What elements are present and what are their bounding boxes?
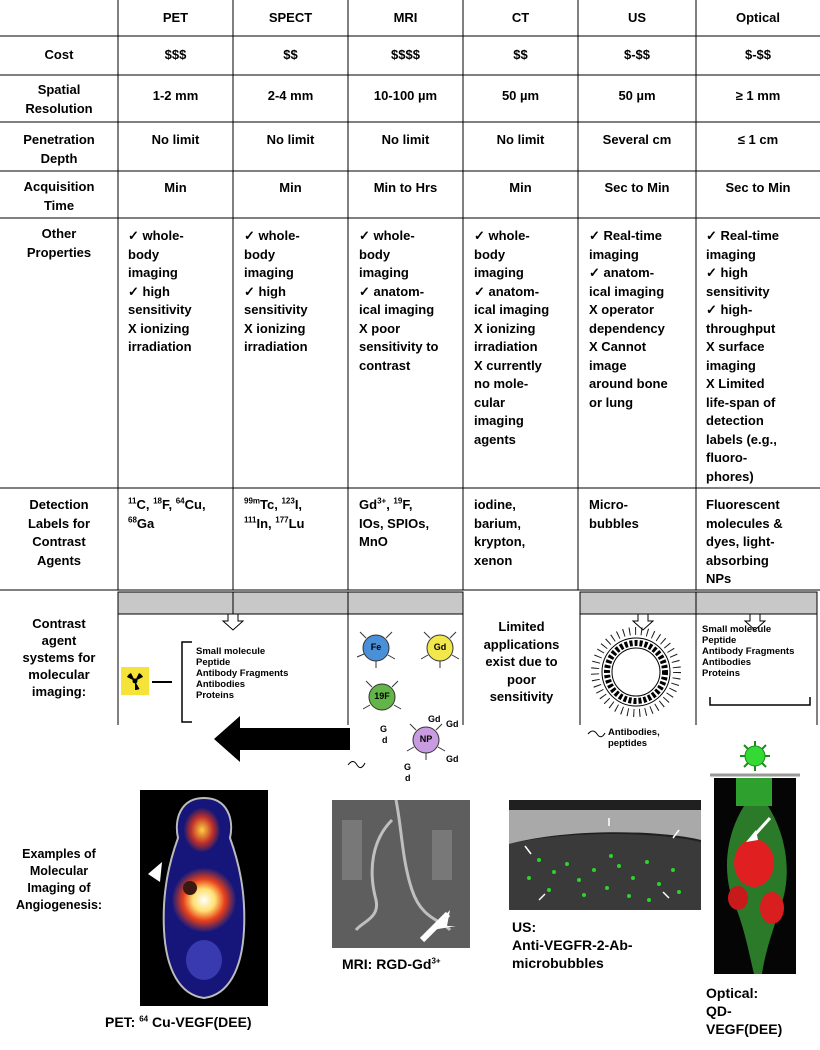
- optical-example-caption: Optical: QD- VEGF(DEE): [706, 985, 783, 1037]
- fe-nanoparticle-icon: [356, 631, 396, 668]
- ct-limited-text: Limited applications exist due to poor s…: [483, 619, 560, 704]
- optical-bracket: [709, 697, 811, 706]
- svg-text:d: d: [382, 735, 388, 745]
- cost-pet: $$$: [164, 47, 187, 62]
- row-label-spatial-resolution: Spatial Resolution: [25, 82, 93, 116]
- svg-text:Gd: Gd: [446, 719, 459, 729]
- acquisition-mri: Min to Hrs: [373, 180, 438, 195]
- spatial-optical: ≥ 1 mm: [735, 88, 781, 103]
- pet-spect-mri-bar: [117, 591, 464, 615]
- acquisition-us: Sec to Min: [604, 180, 670, 195]
- acquisition-spect: Min: [279, 180, 302, 195]
- squiggle-icon: [587, 730, 606, 738]
- np-label: NP: [419, 734, 433, 744]
- other-ct: ✓ whole- body imaging ✓ anatom- ical ima…: [474, 228, 550, 447]
- penetration-mri: No limit: [381, 132, 430, 147]
- pet-bracket: [181, 641, 192, 723]
- labels-us: Micro- bubbles: [589, 497, 639, 531]
- labels-mri: Gd3+, 19F,IOs, SPIOs,MnO: [359, 496, 430, 549]
- labels-ct: iodine, barium, krypton, xenon: [474, 497, 526, 568]
- penetration-pet: No limit: [151, 132, 200, 147]
- labels-pet: 11C, 18F, 64Cu,68Ga: [128, 496, 206, 531]
- contrast-heading: Contrast agent systems for molecular ima…: [22, 616, 96, 699]
- us-image: [509, 800, 701, 910]
- spatial-mri: 10-100 µm: [373, 88, 438, 103]
- row-label-penetration-depth: Penetration Depth: [23, 132, 95, 166]
- mri-example-caption: MRI: RGD-Gd3+: [342, 956, 441, 972]
- acquisition-pet: Min: [164, 180, 187, 195]
- gd-label: Gd: [433, 642, 447, 652]
- np-nanoparticle-icon: [406, 723, 446, 760]
- row-label-cost: Cost: [44, 47, 74, 62]
- svg-text:Gd: Gd: [428, 714, 441, 724]
- penetration-optical: ≤ 1 cm: [737, 132, 779, 147]
- cost-mri: $$$$: [391, 47, 420, 62]
- other-spect: ✓ whole- body imaging ✓ high sensitivity…: [244, 228, 308, 354]
- big-arrow-left-icon: [214, 716, 350, 762]
- row-label-detection-labels: Detection Labels for Contrast Agents: [27, 497, 91, 568]
- cost-ct: $$: [513, 47, 528, 62]
- f19-label: 19F: [374, 691, 390, 701]
- pet-image: [140, 790, 268, 1006]
- cost-optical: $-$$: [744, 47, 772, 62]
- col-header-spect: SPECT: [268, 10, 313, 25]
- col-header-optical: Optical: [735, 10, 781, 25]
- svg-text:Gd: Gd: [446, 754, 459, 764]
- f19-nanoparticle-icon: [362, 680, 402, 711]
- us-agent-caption: Antibodies, peptides: [608, 727, 660, 749]
- us-optical-bar: [579, 591, 818, 615]
- acquisition-optical: Sec to Min: [725, 180, 791, 195]
- squiggle-icon: [347, 761, 366, 769]
- penetration-us: Several cm: [602, 132, 672, 147]
- other-optical: ✓ Real-time imaging ✓ high sensitivity ✓…: [706, 228, 780, 484]
- contrast-agent-diagram: G d Gd Gd Gd G d: [117, 591, 818, 783]
- cost-spect: $$: [283, 47, 298, 62]
- arrow-down-icon: [743, 613, 767, 631]
- row-label-acquisition-time: Acquisition Time: [23, 179, 95, 213]
- radiation-icon: [121, 667, 149, 695]
- row-label-other-properties: Other Properties: [26, 226, 92, 260]
- svg-text:G: G: [404, 762, 411, 772]
- col-header-mri: MRI: [393, 10, 418, 25]
- optical-agent-list: Small molecule Peptide Antibody Fragment…: [702, 624, 795, 679]
- svg-text:d: d: [405, 773, 411, 783]
- labels-spect: 99mTc, 123I,111In, 177Lu: [244, 496, 305, 531]
- other-pet: ✓ whole- body imaging ✓ high sensitivity…: [128, 228, 192, 354]
- us-example-caption: US: Anti-VEGFR-2-Ab- microbubbles: [512, 919, 633, 971]
- other-mri: ✓ whole- body imaging ✓ anatom- ical ima…: [359, 228, 439, 373]
- optical-image: [714, 778, 796, 974]
- col-header-ct: CT: [511, 10, 530, 25]
- microbubble-icon: [591, 627, 681, 717]
- gd-nanoparticle-icon: [420, 631, 460, 668]
- quantum-dot-icon: [740, 741, 770, 771]
- col-header-pet: PET: [162, 10, 189, 25]
- svg-text:G: G: [380, 724, 387, 734]
- pet-example-caption: PET: 64 Cu-VEGF(DEE): [105, 1014, 252, 1030]
- fe-label: Fe: [370, 642, 382, 652]
- examples-heading: Examples of Molecular Imaging of Angioge…: [15, 847, 103, 912]
- cost-us: $-$$: [623, 47, 651, 62]
- arrow-down-icon: [631, 613, 655, 631]
- mri-image: [332, 800, 470, 948]
- acquisition-ct: Min: [509, 180, 532, 195]
- col-header-us: US: [627, 10, 647, 25]
- spatial-us: 50 µm: [618, 88, 656, 103]
- labels-optical: Fluorescent molecules & dyes, light- abs…: [706, 497, 783, 586]
- spatial-spect: 2-4 mm: [267, 88, 314, 103]
- arrow-down-icon: [221, 613, 245, 631]
- penetration-ct: No limit: [496, 132, 545, 147]
- pet-agent-list: Small molecule Peptide Antibody Fragment…: [196, 646, 289, 701]
- penetration-spect: No limit: [266, 132, 315, 147]
- other-us: ✓ Real-time imaging ✓ anatom- ical imagi…: [589, 228, 668, 410]
- spatial-pet: 1-2 mm: [152, 88, 199, 103]
- spatial-ct: 50 µm: [501, 88, 540, 103]
